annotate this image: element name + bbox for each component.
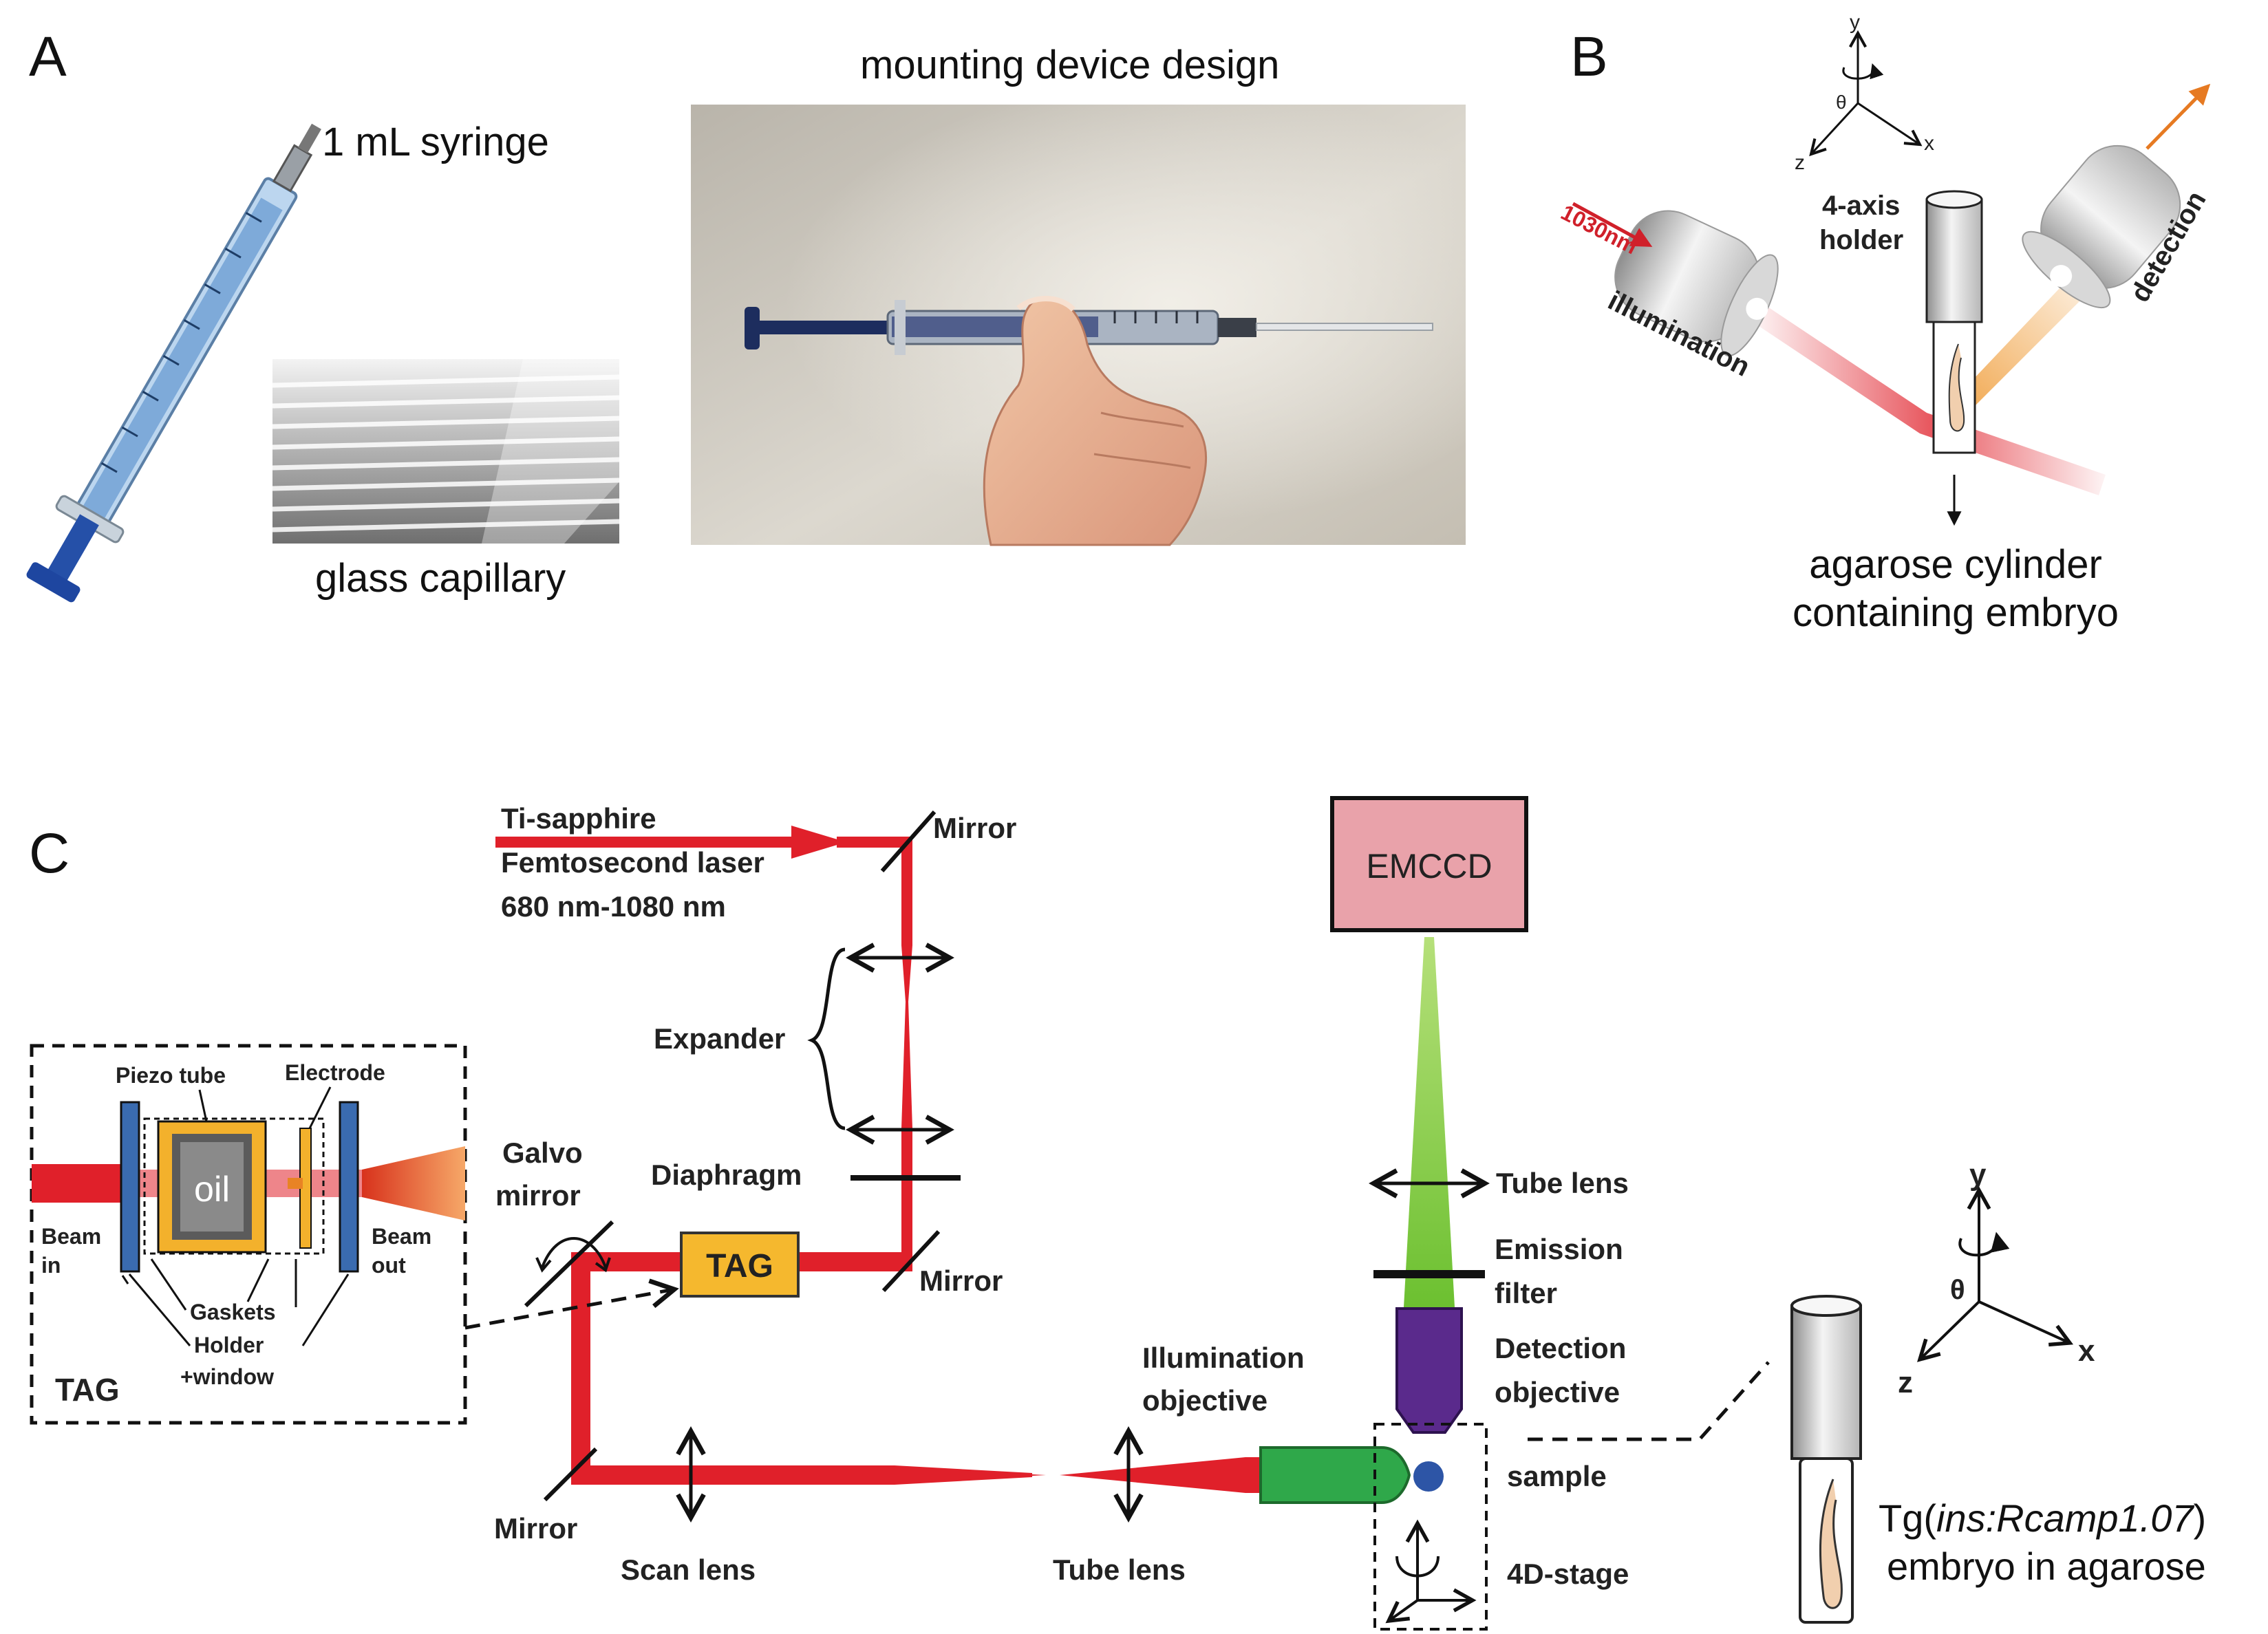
diaphragm-label: Diaphragm xyxy=(651,1159,802,1191)
mirror-bottom-label: Mirror xyxy=(494,1512,577,1545)
b-detection-beam xyxy=(1961,261,2106,406)
capillary-photo xyxy=(272,359,620,544)
inset-tag-label: TAG xyxy=(55,1372,120,1408)
b-axis-z: z xyxy=(1795,151,1805,174)
mounting-device-photo xyxy=(691,105,1466,546)
illum-obj-label-1: Illumination xyxy=(1142,1342,1305,1374)
sample-connector xyxy=(1528,1361,1770,1441)
tag-inset-connector xyxy=(464,1278,679,1330)
b-illumination-beam xyxy=(1755,303,2106,495)
emccd-camera xyxy=(1330,796,1528,932)
inset-beam-in-1: Beam xyxy=(41,1224,101,1249)
scan-lens-label: Scan lens xyxy=(621,1554,756,1586)
detection-objective xyxy=(1395,1307,1463,1434)
excitation-beam-path xyxy=(495,826,1303,1493)
cylinder-label-1: agarose cylinder xyxy=(1809,542,2102,587)
c-axis-x: x xyxy=(2078,1334,2095,1368)
panel-b: y x z θ 4-axis holder 1030nm illuminatio… xyxy=(1557,11,2212,635)
inset-window-right xyxy=(339,1101,359,1273)
b-axis-theta: θ xyxy=(1836,92,1847,113)
sample-dot xyxy=(1413,1461,1444,1492)
sample-stage-box xyxy=(1373,1423,1488,1631)
mirror-bottom xyxy=(543,1447,598,1502)
illum-obj-label-2: objective xyxy=(1142,1384,1267,1417)
emission-label-1: Emission xyxy=(1495,1233,1623,1265)
laser-line-1: Ti-sapphire xyxy=(501,802,656,835)
c-axis-y: y xyxy=(1969,1158,1987,1192)
illumination-objective xyxy=(1259,1446,1411,1504)
c-axis-theta: θ xyxy=(1950,1275,1965,1305)
expander-brace xyxy=(807,947,846,1130)
galvo-mirror xyxy=(524,1220,614,1308)
device-title: mounting device design xyxy=(860,43,1279,87)
tg-line-1: Tg(ins:Rcamp1.07) xyxy=(1879,1496,2206,1540)
syringe-label: 1 mL syringe xyxy=(322,120,549,164)
b-axis-x: x xyxy=(1924,132,1934,155)
emccd-label: EMCCD xyxy=(1366,847,1492,885)
c-axis-z: z xyxy=(1898,1366,1913,1399)
panel-letter-a: A xyxy=(29,25,67,88)
tag-box-label: TAG xyxy=(706,1248,773,1284)
laser-label: 1030nm xyxy=(1557,200,1642,259)
inset-beam-in-2: in xyxy=(41,1253,61,1278)
tg-line-2: embryo in agarose xyxy=(1887,1545,2206,1588)
panel-b-axes xyxy=(1809,30,1923,157)
galvo-label-2: mirror xyxy=(495,1179,581,1212)
panel-letter-b: B xyxy=(1570,25,1608,88)
laser-line-3: 680 nm-1080 nm xyxy=(501,890,726,923)
inset-electrode-label: Electrode xyxy=(285,1060,385,1085)
syringe-illustration xyxy=(26,123,321,603)
b-laser-arrow xyxy=(1572,202,1653,247)
cylinder-label-2: containing embryo xyxy=(1793,590,2119,635)
mirror-mid-label: Mirror xyxy=(919,1265,1003,1297)
panel-c-axes xyxy=(1917,1186,2074,1362)
panel-a: 1 mL syringe glass capillary mounting de… xyxy=(26,43,1466,603)
detection-obj-label-2: objective xyxy=(1495,1376,1620,1408)
panel-c: Ti-sapphire Femtosecond laser 680 nm-108… xyxy=(30,796,2206,1631)
capillary-label: glass capillary xyxy=(315,556,566,601)
emission-beam xyxy=(1404,937,1455,1307)
mirror-top-label: Mirror xyxy=(933,812,1016,844)
detection-obj-label-1: Detection xyxy=(1495,1332,1626,1364)
galvo-label-1: Galvo xyxy=(502,1137,583,1169)
expander-label: Expander xyxy=(654,1022,785,1055)
tag-inset-box xyxy=(30,1044,467,1425)
inset-holder-label-1: Holder xyxy=(194,1333,264,1357)
mirror-top xyxy=(880,810,937,872)
mirror-mid xyxy=(881,1229,941,1293)
tag-box xyxy=(680,1232,800,1298)
tube-lens-bottom-label: Tube lens xyxy=(1053,1554,1186,1586)
inset-gaskets-label: Gaskets xyxy=(190,1300,276,1324)
embryo-capillary xyxy=(1790,1295,1862,1624)
inset-oil-label: oil xyxy=(194,1170,230,1210)
stage-axes-icon xyxy=(1385,1519,1477,1624)
inset-window-left xyxy=(120,1101,140,1273)
b-detection-arrow xyxy=(2146,83,2211,150)
inset-piezo-label: Piezo tube xyxy=(116,1063,226,1088)
stage-label: 4D-stage xyxy=(1507,1558,1629,1590)
inset-holder-label-2: +window xyxy=(180,1364,274,1389)
holder-label-2: holder xyxy=(1819,225,1903,255)
b-holder-cylinder xyxy=(1925,190,1983,454)
b-axis-y: y xyxy=(1850,11,1860,34)
b-detection-objective xyxy=(2022,144,2181,309)
emission-label-2: filter xyxy=(1495,1277,1557,1309)
inset-beam-out-1: Beam xyxy=(372,1224,431,1249)
tube-lens-right-label: Tube lens xyxy=(1496,1167,1629,1199)
laser-line-2: Femtosecond laser xyxy=(501,846,764,879)
panel-letter-c: C xyxy=(29,822,69,885)
inset-beam-out-2: out xyxy=(372,1253,406,1278)
sample-label: sample xyxy=(1507,1460,1607,1492)
holder-label-1: 4-axis xyxy=(1822,191,1900,221)
